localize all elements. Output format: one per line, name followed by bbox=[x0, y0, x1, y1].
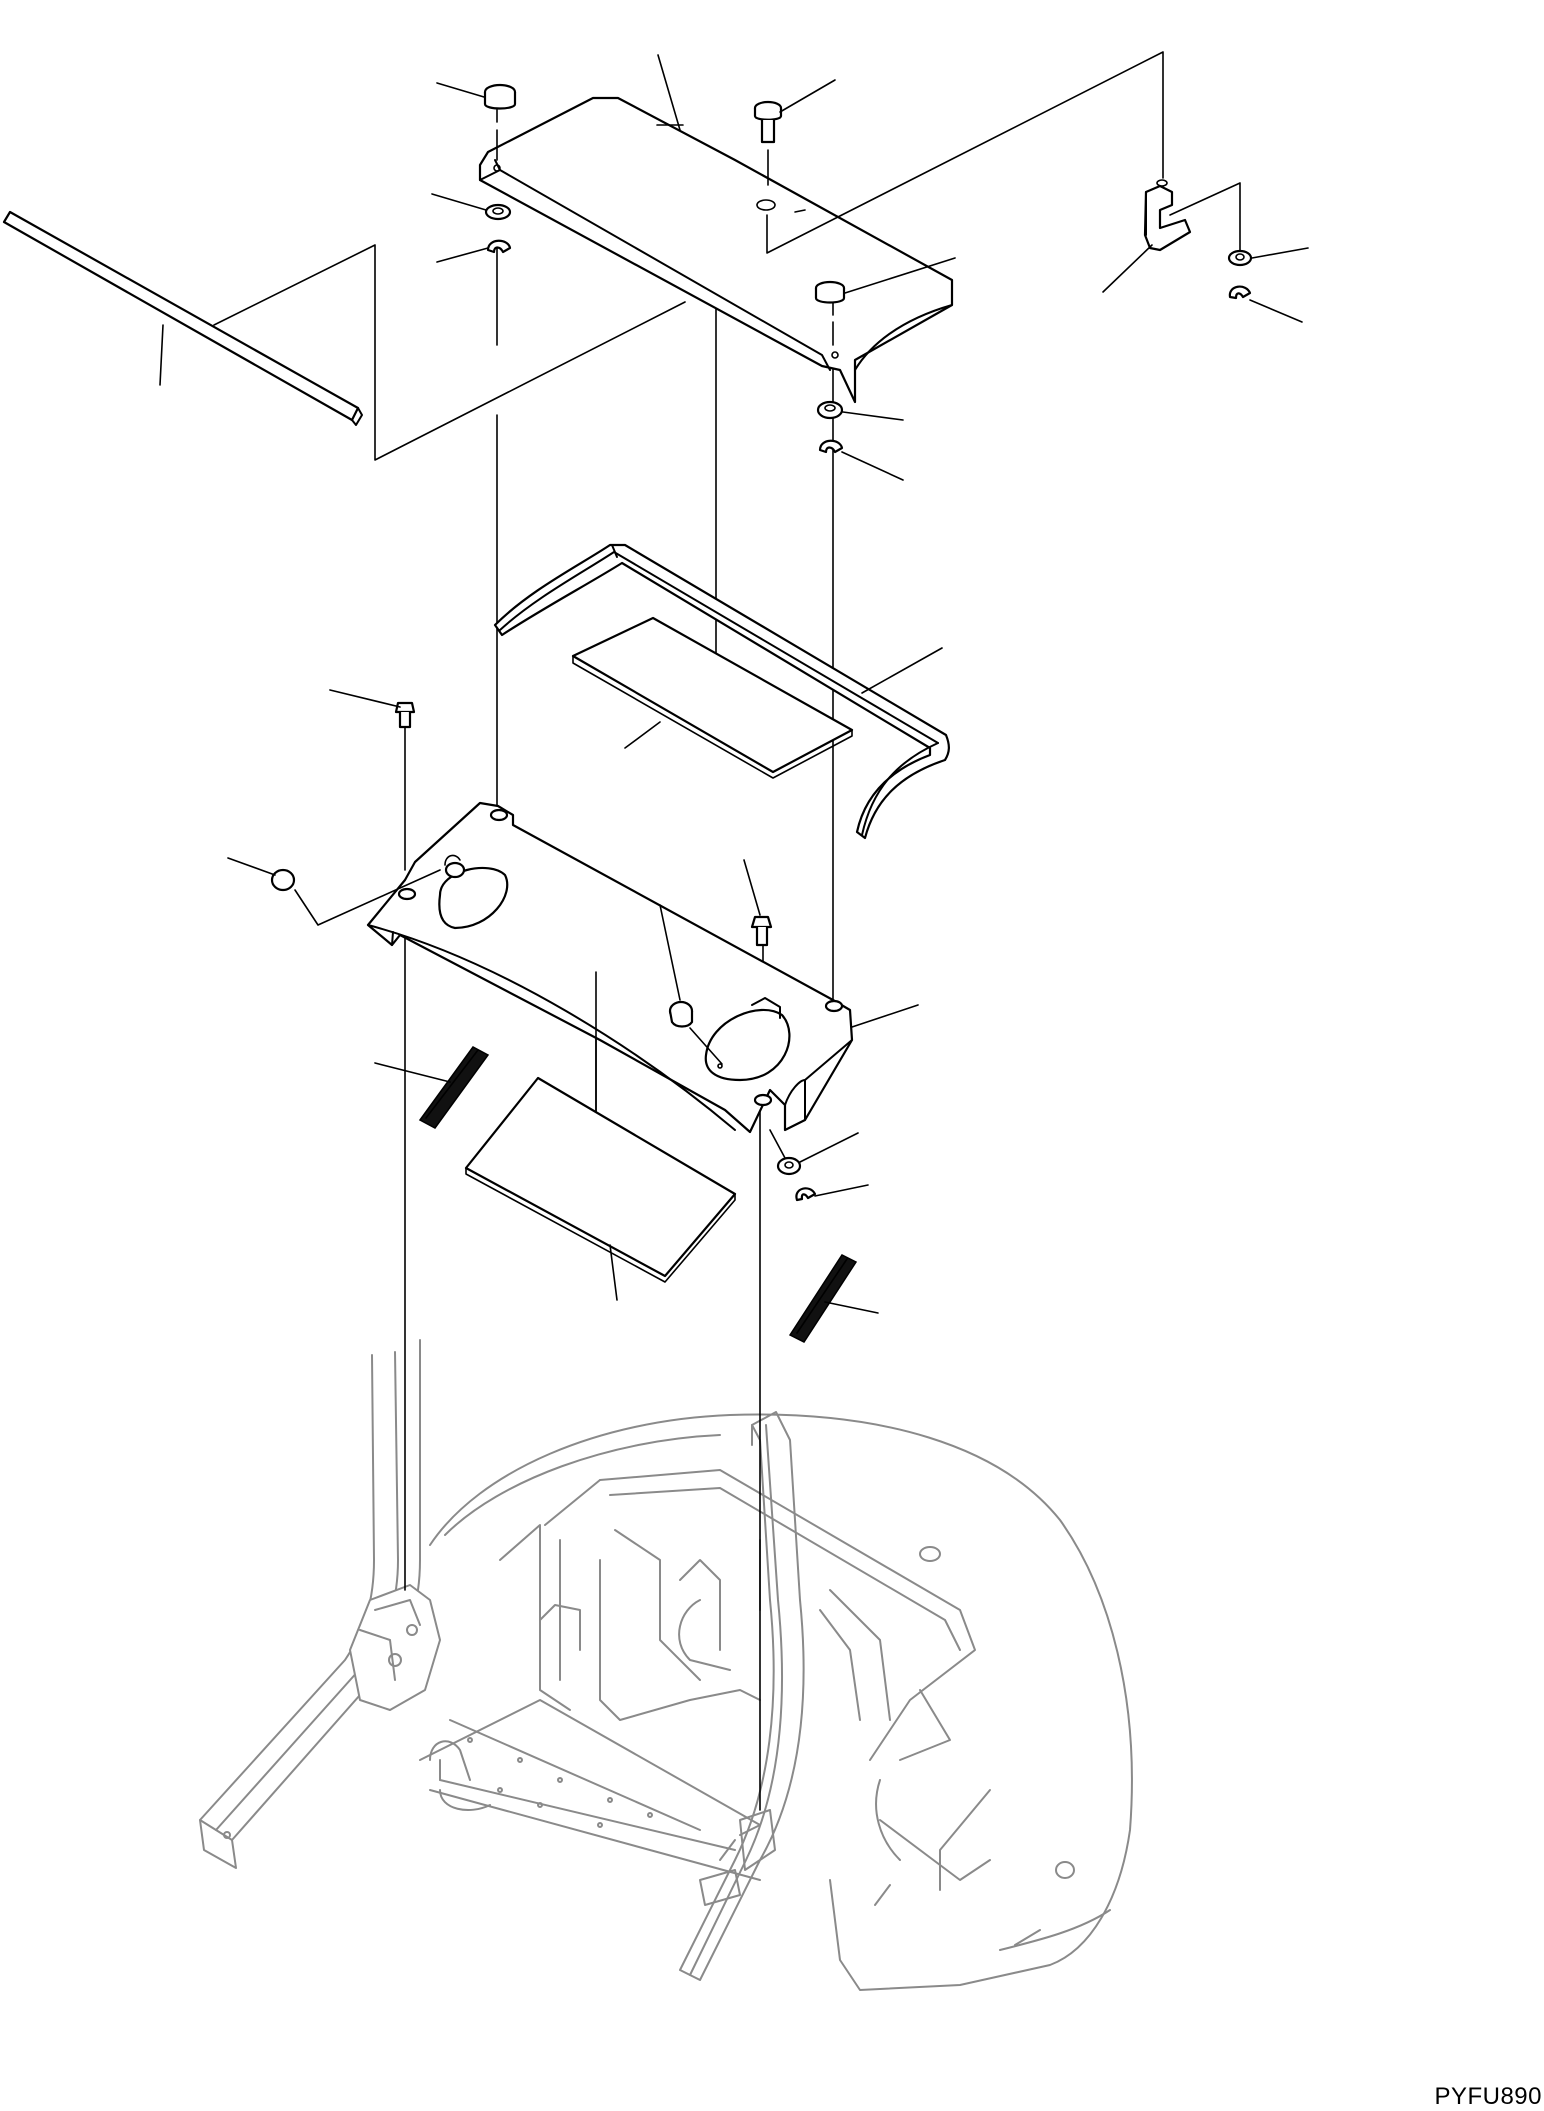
left-strip bbox=[418, 1046, 490, 1129]
left-bolt bbox=[394, 701, 416, 729]
leader-left-bolt bbox=[329, 689, 401, 708]
leader-top-panel bbox=[766, 51, 1164, 254]
leader-lower-mat bbox=[609, 1244, 618, 1301]
top-left-washer bbox=[484, 203, 512, 221]
curved-seal bbox=[493, 543, 950, 840]
leader-right-knob bbox=[844, 257, 956, 294]
leader-lower-washer bbox=[799, 1132, 859, 1163]
top-mat bbox=[571, 616, 854, 779]
hook-washer bbox=[1227, 249, 1253, 267]
leader-right-washer bbox=[842, 411, 904, 421]
leader-lower-panel bbox=[851, 1004, 919, 1028]
top-left-clip bbox=[486, 239, 512, 254]
leader-lower-clip bbox=[814, 1184, 869, 1197]
lamp-knob bbox=[668, 1000, 694, 1028]
round-cap bbox=[270, 868, 296, 892]
top-left-knob bbox=[483, 83, 517, 161]
leader-hook-hardware bbox=[1169, 182, 1241, 251]
panel-grommet bbox=[444, 861, 466, 879]
leader-round-cap-2 bbox=[294, 869, 441, 926]
leader-hook-bracket bbox=[1102, 244, 1153, 293]
hook-bracket bbox=[1143, 179, 1192, 252]
leader-lamp-knob-2 bbox=[689, 1027, 723, 1065]
lower-panel bbox=[366, 801, 854, 1134]
leader-top-panel-label bbox=[657, 54, 681, 131]
lower-mat bbox=[464, 1076, 737, 1283]
right-knob bbox=[814, 280, 846, 346]
leader-round-cap bbox=[227, 857, 276, 876]
lower-washer bbox=[776, 1156, 802, 1176]
leader-right-strip bbox=[824, 1301, 879, 1314]
leader-top-left-knob bbox=[436, 82, 485, 98]
hook-clip bbox=[1228, 285, 1252, 300]
leader-curved-seal bbox=[861, 647, 943, 694]
leader-top-left-clip bbox=[436, 247, 489, 263]
leader-hook-washer bbox=[1251, 247, 1309, 259]
leader-lower-washer-up bbox=[769, 1129, 786, 1159]
right-washer bbox=[816, 400, 844, 420]
leader-left-strip bbox=[374, 1062, 451, 1083]
lower-clip bbox=[795, 1187, 817, 1202]
leader-lamp-knob bbox=[659, 904, 681, 1001]
leader-top-panel-dash bbox=[794, 209, 806, 213]
center-bolt bbox=[750, 915, 773, 947]
cab-rear-structure bbox=[199, 1339, 1133, 1991]
leader-hook-clip bbox=[1249, 299, 1303, 323]
leader-strip bbox=[213, 244, 686, 461]
drawing-code: PYFU890 bbox=[1434, 2083, 1542, 2110]
weather-strip-rod bbox=[2, 210, 363, 426]
leader-right-clip bbox=[841, 451, 904, 481]
top-center-pin bbox=[753, 100, 783, 211]
leader-top-center-pin bbox=[779, 79, 836, 113]
leader-strip-label bbox=[159, 324, 164, 386]
leader-center-bolt bbox=[743, 859, 761, 916]
leader-top-left-washer bbox=[431, 193, 487, 211]
top-cover-panel bbox=[478, 96, 954, 404]
leader-top-mat bbox=[624, 721, 661, 749]
right-clip bbox=[818, 439, 844, 454]
right-strip bbox=[788, 1254, 858, 1343]
